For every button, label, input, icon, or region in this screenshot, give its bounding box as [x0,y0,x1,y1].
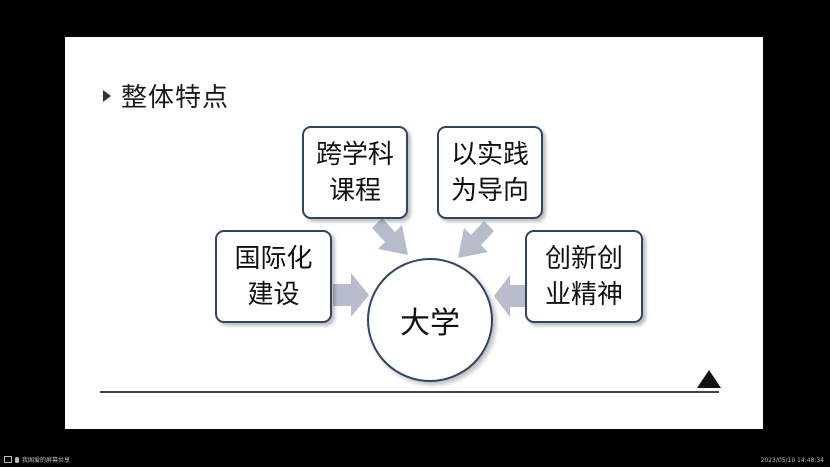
arrow-layer [333,218,526,317]
arrow-right-icon [494,275,526,317]
box-line: 业精神 [544,279,623,310]
box-line: 为导向 [450,175,529,206]
screen-share-text: 我国爱的屏幕共享 [22,457,71,464]
box-line: 课程 [328,175,381,206]
presentation-slide: 整体特点 跨学科 课程 以实践 为导向 国际化 建设 创新创 业精神 大学 [65,37,763,429]
arrow-left-icon [333,273,369,317]
box-line: 国际化 [234,243,313,274]
box-interdisciplinary: 跨学科 课程 [302,126,408,219]
status-timestamp: 2023/05/10 14:48:34 [760,457,824,464]
box-line: 跨学科 [315,139,394,170]
arrow-top-right-icon [458,221,494,258]
box-internationalization: 国际化 建设 [215,230,332,323]
screen-share-indicator[interactable]: 我国爱的屏幕共享 [4,455,70,464]
center-circle: 大学 [367,258,493,382]
microphone-icon [15,456,19,463]
box-practice-oriented: 以实践 为导向 [437,126,543,219]
box-line: 建设 [247,279,300,310]
slide-divider [100,391,719,393]
arrow-top-left-icon [372,218,408,255]
slide-title-text: 整体特点 [121,83,230,113]
center-label: 大学 [400,306,460,341]
slide-title: 整体特点 [103,77,229,114]
box-line: 以实践 [450,139,529,170]
box-line: 创新创 [544,243,623,274]
screen-share-icon [4,456,12,463]
box-innovation-entrepreneurship: 创新创 业精神 [525,230,643,323]
bullet-arrow-icon [103,89,111,102]
slide-nav-triangle-icon[interactable] [697,370,721,388]
